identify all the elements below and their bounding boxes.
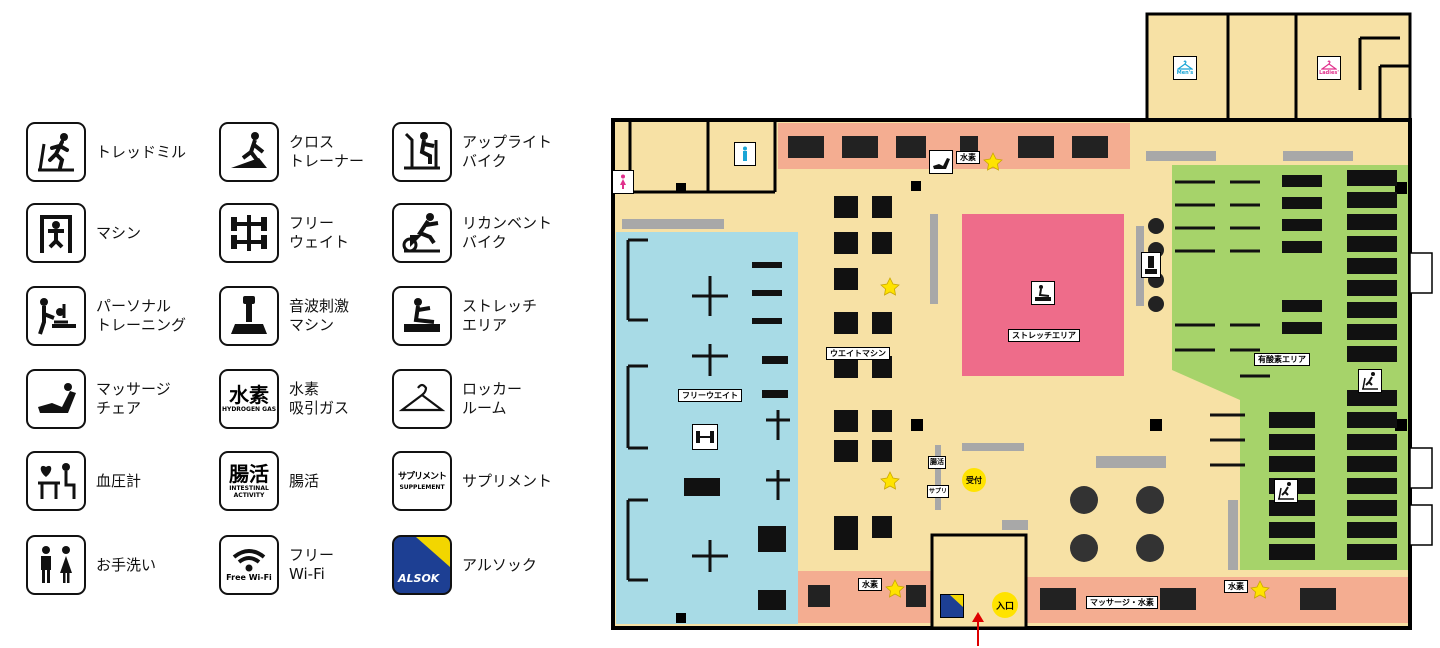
legend-free-wifi: Free Wi-Fi フリー Wi-Fi [219, 535, 334, 595]
dumbbell-icon [219, 203, 279, 263]
floor-plan-drawing [611, 12, 1433, 646]
label-stretch-area: ストレッチエリア [1008, 329, 1080, 342]
vibration-machine-icon [219, 286, 279, 346]
legend-stretch-label: ストレッチ エリア [462, 297, 538, 334]
legend-alsok: ALSOK アルソック [392, 535, 537, 595]
blood-pressure-icon [26, 451, 86, 511]
intestinal-icon-sub-text: INTESTINAL ACTIVITY [229, 485, 269, 499]
legend-hydrogen-gas-label: 水素 吸引ガス [289, 380, 350, 417]
mens-restroom-icon [734, 142, 756, 166]
massage-chair-icon [26, 369, 86, 429]
stretch-map-icon [1031, 281, 1055, 305]
entrance-marker: 入口 [992, 592, 1018, 618]
ladies-locker-label: Ladies' [1319, 70, 1339, 76]
mens-locker-label: Men's [1176, 70, 1194, 76]
dumbbell-map-icon [692, 424, 718, 450]
treadmill-map-icon-1 [1358, 369, 1382, 393]
hanger-icon [392, 369, 452, 429]
legend-stretch: ストレッチ エリア [392, 286, 537, 346]
hydrogen-icon-sub-text: HYDROGEN GAS [221, 406, 277, 413]
hydrogen-badge-top: 水素 [956, 151, 980, 164]
treadmill-map-icon-2 [1274, 479, 1298, 503]
legend-hydrogen-gas: 水素 HYDROGEN GAS 水素 吸引ガス [219, 369, 349, 429]
personal-training-icon [26, 286, 86, 346]
supplement-badge: サプリ [927, 485, 950, 498]
cross-trainer-icon [219, 122, 279, 182]
legend-supplement: サプリメント SUPPLEMENT サプリメント [392, 451, 552, 511]
alsok-map-logo [940, 594, 964, 618]
hydrogen-stars [880, 152, 1270, 599]
legend-intestinal-label: 腸活 [289, 471, 320, 490]
intestinal-icon-main-text: 腸活 [229, 462, 269, 486]
supplement-icon-main-text: サプリメント [397, 472, 447, 482]
legend-cross-trainer: クロス トレーナー [219, 122, 364, 182]
legend-personal-training: パーソナル トレーニング [26, 286, 186, 346]
label-massage-hydrogen: マッサージ・水素 [1086, 596, 1158, 609]
legend-blood-pressure-label: 血圧計 [96, 471, 142, 490]
legend-machine-label: マシン [96, 223, 142, 242]
hydrogen-badge-bottom-right: 水素 [1224, 580, 1248, 593]
mens-locker-icon: Men's [1173, 56, 1197, 80]
legend-massage-chair: マッサージ チェア [26, 369, 171, 429]
wifi-icon: Free Wi-Fi [219, 535, 279, 595]
legend-vibration-machine: 音波刺激 マシン [219, 286, 349, 346]
alsok-logo-text: ALSOK [398, 572, 440, 585]
legend-vibration-machine-label: 音波刺激 マシン [289, 297, 350, 334]
facility-legend: トレッドミル マシン パーソナル トレーニング マッサージ チェア 血圧計 お手… [0, 0, 600, 648]
reception-marker: 受付 [962, 468, 986, 492]
legend-free-weight-label: フリー ウェイト [289, 214, 350, 251]
legend-recumbent-bike: リカンベント バイク [392, 203, 552, 263]
legend-treadmill: トレッドミル [26, 122, 186, 182]
ladies-locker-icon: Ladies' [1317, 56, 1341, 80]
hydrogen-badge-bottom-left: 水素 [858, 578, 882, 591]
legend-upright-bike: アップライト バイク [392, 122, 552, 182]
legend-intestinal: 腸活 INTESTINAL ACTIVITY 腸活 [219, 451, 319, 511]
restroom-icon [26, 535, 86, 595]
legend-treadmill-label: トレッドミル [96, 142, 187, 161]
stretch-icon [392, 286, 452, 346]
legend-recumbent-bike-label: リカンベント バイク [462, 214, 553, 251]
label-weight-machine-area: ウエイトマシン [826, 347, 890, 360]
intestinal-badge: 腸活 [928, 456, 946, 469]
legend-machine: マシン [26, 203, 141, 263]
supplement-icon-sub-text: SUPPLEMENT [399, 484, 445, 491]
upright-bike-icon [392, 122, 452, 182]
recumbent-bike-icon [392, 203, 452, 263]
weight-machine-icon [26, 203, 86, 263]
ladies-restroom-icon [612, 170, 634, 194]
floor-map: フリーウエイト ウエイトマシン ストレッチエリア 有酸素エリア マッサージ・水素… [600, 0, 1440, 648]
legend-supplement-label: サプリメント [462, 471, 553, 490]
alsok-logo: ALSOK [392, 535, 452, 595]
legend-cross-trainer-label: クロス トレーナー [289, 133, 365, 170]
intestinal-activity-icon: 腸活 INTESTINAL ACTIVITY [219, 451, 279, 511]
legend-alsok-label: アルソック [462, 555, 537, 574]
wifi-icon-sub-text: Free Wi-Fi [226, 573, 272, 582]
legend-free-weight: フリー ウェイト [219, 203, 349, 263]
treadmill-icon [26, 122, 86, 182]
legend-restroom: お手洗い [26, 535, 156, 595]
hydrogen-icon-main-text: 水素 [229, 383, 269, 407]
legend-massage-chair-label: マッサージ チェア [96, 380, 171, 417]
legend-locker-room: ロッカー ルーム [392, 369, 522, 429]
legend-restroom-label: お手洗い [96, 555, 157, 574]
hydrogen-gas-icon: 水素 HYDROGEN GAS [219, 369, 279, 429]
legend-locker-room-label: ロッカー ルーム [462, 380, 523, 417]
vibration-map-icon [1141, 252, 1161, 278]
label-aerobic-area: 有酸素エリア [1254, 353, 1310, 366]
legend-free-wifi-label: フリー Wi-Fi [289, 546, 335, 583]
legend-upright-bike-label: アップライト バイク [462, 133, 553, 170]
legend-blood-pressure: 血圧計 [26, 451, 141, 511]
massage-chair-map-icon [929, 150, 953, 174]
supplement-icon: サプリメント SUPPLEMENT [392, 451, 452, 511]
label-free-weight-area: フリーウエイト [678, 389, 742, 402]
legend-personal-training-label: パーソナル トレーニング [96, 297, 187, 334]
